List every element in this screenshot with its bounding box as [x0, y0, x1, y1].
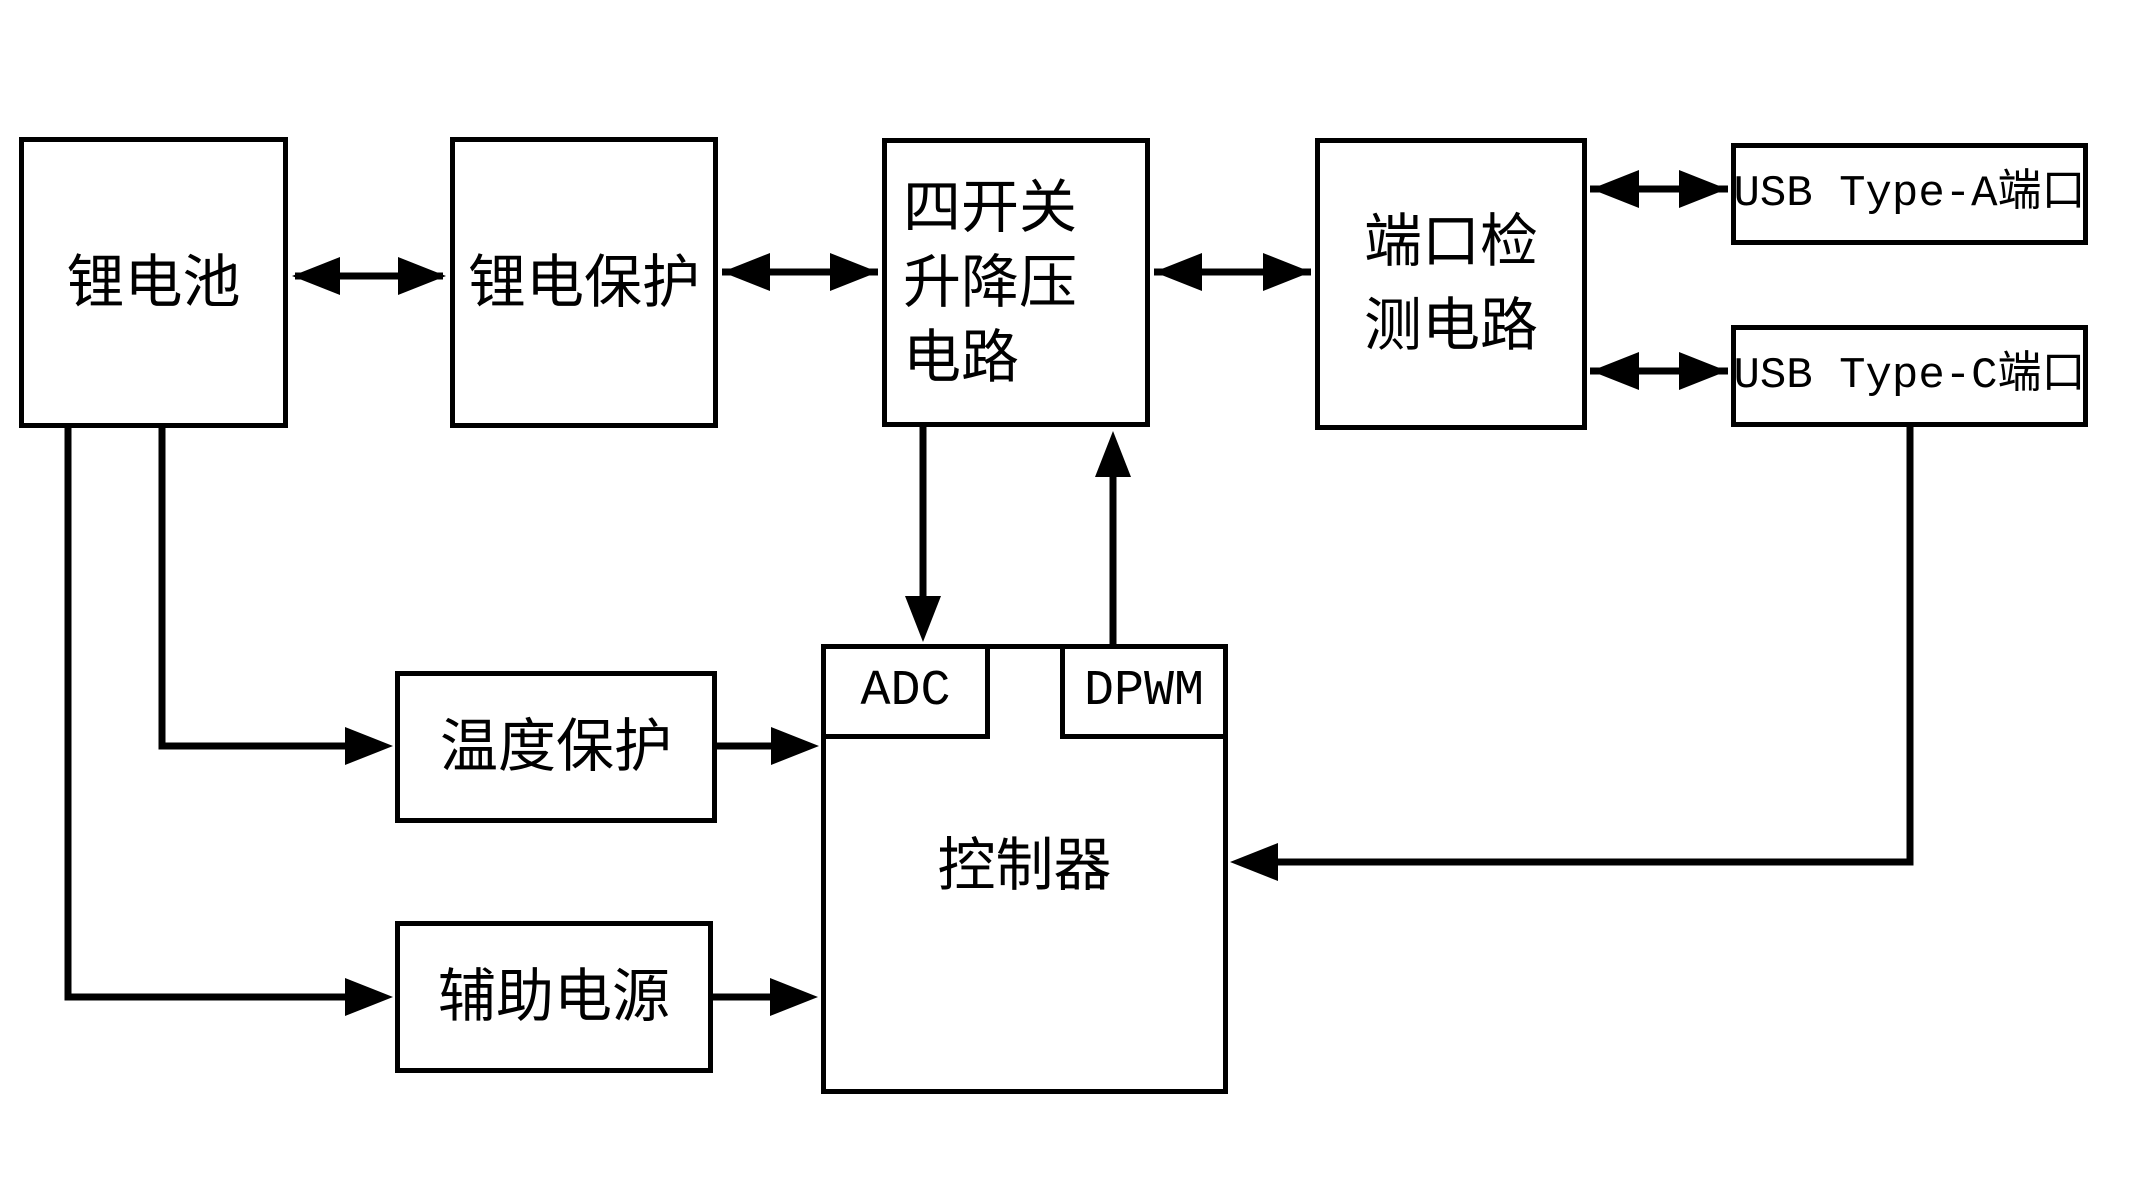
- arrow-battery-temp: [158, 428, 393, 765]
- arrow-battery-aux: [64, 428, 393, 1016]
- block-usb-type-c-port: USB Type-C端口: [1731, 325, 2088, 427]
- block-usb-type-a-label: USB Type-A端口: [1733, 168, 2086, 219]
- block-battery-protection-label: 锂电保护: [467, 249, 700, 315]
- block-dpwm-label: DPWM: [1083, 662, 1205, 720]
- block-temperature-protection: 温度保护: [395, 671, 717, 823]
- arrow-portdetect-usbc: [1590, 352, 1728, 390]
- arrow-temp-controller: [717, 727, 819, 765]
- block-controller-label: 控制器: [937, 833, 1112, 898]
- block-usb-type-a-port: USB Type-A端口: [1731, 143, 2088, 245]
- arrow-buckboost-portdetect: [1154, 253, 1311, 291]
- block-adc-label: ADC: [860, 662, 951, 720]
- block-temperature-protection-label: 温度保护: [439, 714, 672, 780]
- block-port-detection: 端口检 测电路: [1315, 138, 1587, 430]
- block-auxiliary-power: 辅助电源: [395, 921, 713, 1073]
- block-usb-type-c-label: USB Type-C端口: [1733, 350, 2086, 401]
- block-port-detection-label: 端口检 测电路: [1363, 209, 1538, 358]
- block-adc: ADC: [821, 644, 990, 739]
- block-battery-label: 锂电池: [66, 249, 241, 315]
- arrow-battery-protection: [292, 257, 446, 295]
- arrow-aux-controller: [713, 978, 818, 1016]
- arrow-usbc-controller: [1230, 427, 1914, 881]
- block-buck-boost-label: 四开关 升降压 电路: [903, 175, 1078, 390]
- block-battery-protection: 锂电保护: [450, 137, 718, 428]
- arrow-protection-buckboost: [722, 253, 878, 291]
- block-dpwm: DPWM: [1060, 644, 1228, 739]
- block-buck-boost-circuit: 四开关 升降压 电路: [882, 138, 1150, 427]
- arrow-portdetect-usba: [1590, 170, 1728, 208]
- block-battery: 锂电池: [19, 137, 288, 428]
- arrow-dpwm-buckboost: [1095, 431, 1131, 644]
- block-auxiliary-power-label: 辅助电源: [437, 964, 670, 1030]
- arrow-buckboost-adc: [905, 427, 941, 642]
